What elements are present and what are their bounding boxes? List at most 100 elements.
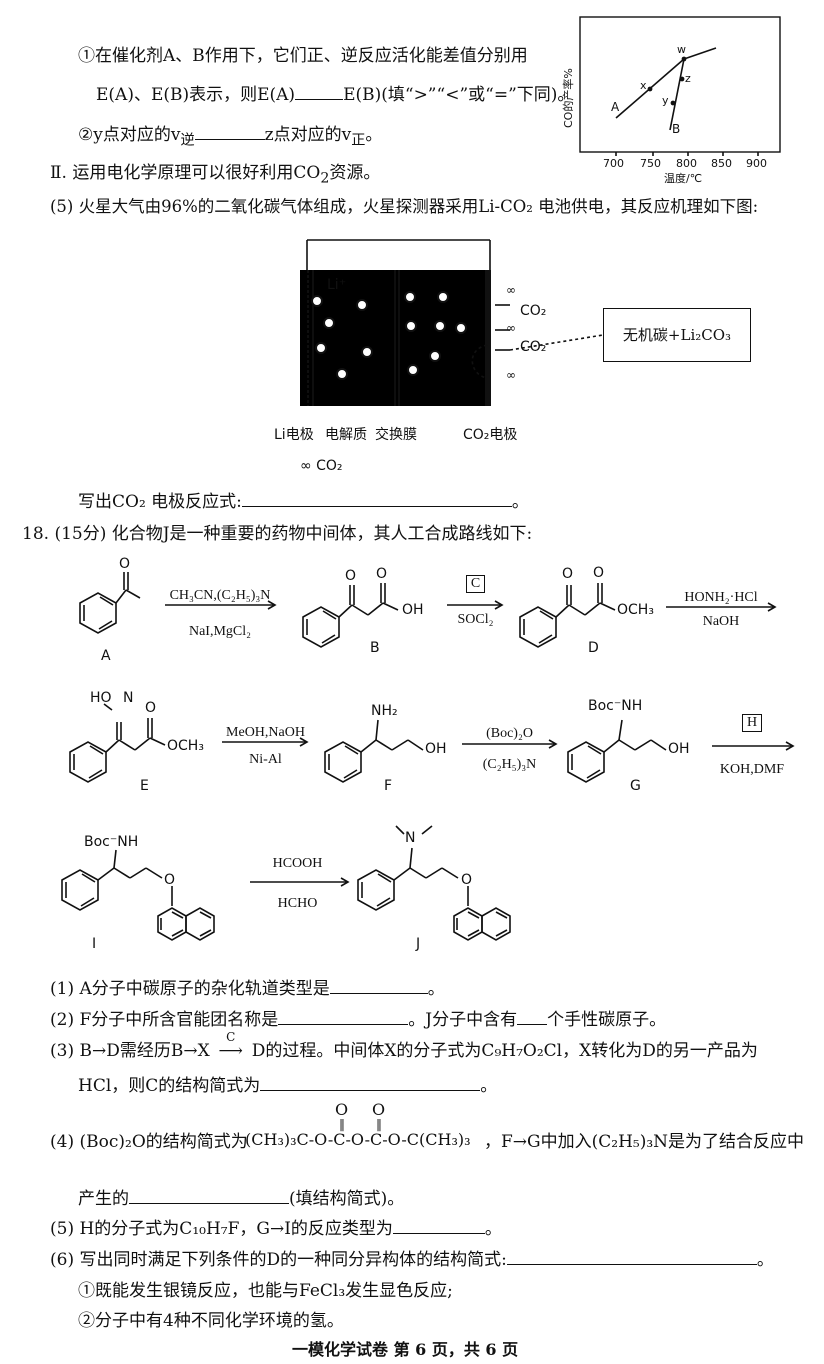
text: Boc [84, 834, 110, 850]
text: Ⅱ. 运用电化学原理可以很好利用CO [50, 163, 321, 183]
reagent-4-top: MeOH,NaOH [226, 725, 305, 740]
reagent-1-top: CH₃CN,(C₂H₅)₃N [169, 588, 271, 603]
text: (2) F分子中所含官能团名称是 [50, 1010, 279, 1030]
atom-o: O [145, 700, 157, 716]
label-electrolyte: 电解质 [325, 427, 367, 443]
subscript: 2 [320, 170, 330, 187]
q18-question-2: (2) F分子中所含官能团名称是 。J分子中含有 个手性碳原子。 [50, 1007, 666, 1031]
text: z点对应的v [264, 125, 352, 145]
text: 产生的 [78, 1189, 129, 1209]
page-footer: 一模化学试卷 第 6 页，共 6 页 [292, 1340, 519, 1359]
atom-o: O [345, 568, 357, 584]
label-co2-electrode: CO₂电极 [463, 427, 518, 443]
synthesis-row-1 [79, 572, 777, 648]
answer-blank[interactable] [329, 976, 428, 994]
answer-blank[interactable] [278, 1007, 409, 1025]
atom-o: O [376, 566, 388, 582]
atom-nh2: NH₂ [371, 703, 398, 719]
answer-blank[interactable] [506, 1247, 757, 1265]
reagent-2-bottom: SOCl₂ [457, 612, 494, 627]
legend-text: CO₂ [316, 458, 343, 474]
compound-f-label: F [384, 778, 393, 794]
compound-e-label: E [140, 778, 149, 794]
curve-a-label: A [611, 100, 620, 114]
curve-b-label: B [672, 122, 681, 136]
co2-label-2: CO₂ [520, 339, 547, 355]
text: (4) (Boc)₂O的结构简式为 [50, 1132, 248, 1152]
text: 个手性碳原子。 [547, 1010, 667, 1030]
arrow-label: C [226, 1030, 236, 1044]
atom-oh: OH [668, 741, 690, 757]
reagent-1-bottom: NaI,MgCl₂ [188, 624, 252, 639]
answer-blank[interactable] [295, 82, 344, 100]
text: 写出CO₂ 电极反应式: [78, 492, 242, 512]
curve-b [669, 58, 685, 131]
text: Boc [588, 698, 614, 714]
answer-blank[interactable] [517, 1007, 548, 1025]
text: (3) B→D需经历B→X [50, 1041, 210, 1061]
point-x: x [640, 79, 647, 92]
answer-blank[interactable] [241, 489, 512, 507]
text: 。 [427, 979, 445, 999]
reagent-box: H [741, 714, 763, 732]
q17-line2: E(A)、E(B)表示，则E(A) E(B)(填“>”“<”或“=”下同)。 [96, 82, 574, 106]
formula-text: (CH₃)₃C-O-C-O-C-O-C(CH₃)₃ [245, 1130, 471, 1149]
q18-question-1: (1) A分子中碳原子的杂化轨道类型是 。 [50, 976, 445, 1000]
text: E(B)(填“>”“<”或“=”下同)。 [343, 85, 575, 105]
text: NH [621, 698, 643, 714]
q18-question-4: (4) (Boc)₂O的结构简式为 [50, 1131, 248, 1153]
text: (填结构简式)。 [289, 1189, 405, 1209]
text: NH [117, 834, 139, 850]
compound-j-label: J [416, 936, 421, 952]
text: (5) H的分子式为C₁₀H₇F，G→I的反应类型为 [50, 1219, 393, 1239]
arrow-with-c: C⟶ [210, 1030, 252, 1062]
atom-boc: Boc⁻NH [84, 834, 139, 850]
co2-molecule-icon: ∞ [506, 368, 516, 382]
subscript: 正 [351, 132, 366, 149]
atom-o: O [372, 1100, 386, 1119]
reagent-3-top: HONH₂·HCl [684, 590, 758, 605]
text: 。J分子中含有 [408, 1010, 518, 1030]
atom-n: N [123, 690, 134, 706]
compound-i-label: I [92, 936, 97, 952]
co2-label-1: CO₂ [520, 303, 547, 319]
text: 。 [480, 1076, 498, 1096]
product-box: 无机碳+Li₂CO₃ [603, 308, 751, 362]
label-membrane: 交换膜 [375, 427, 417, 443]
atom-oh: OH [425, 741, 447, 757]
text: (1) A分子中碳原子的杂化轨道类型是 [50, 979, 330, 999]
section2-title: Ⅱ. 运用电化学原理可以很好利用CO2资源。 [50, 162, 380, 188]
answer-blank[interactable] [129, 1186, 289, 1204]
q18-question-4-cont: 产生的 (填结构简式)。 [78, 1186, 404, 1210]
reagent-3-bottom: NaOH [702, 614, 740, 629]
curve-w-extension [683, 47, 717, 60]
point-w: w [677, 43, 686, 56]
reagent-box: C [465, 575, 486, 593]
reagent-7-bottom: HCHO [277, 896, 318, 911]
compound-a-label: A [101, 648, 111, 664]
label-li-electrode: Li电极 [274, 427, 314, 443]
compound-g-label: G [630, 778, 641, 794]
boc2o-formula: O O ‖ ‖ (CH₃)₃C-O-C-O-C-O-C(CH₃)₃ [245, 1100, 490, 1149]
co2-molecule-icon: ∞ [506, 283, 516, 297]
answer-blank[interactable] [260, 1073, 481, 1091]
synthesis-row-2 [69, 703, 795, 783]
q5-text: (5) 火星大气由96%的二氧化碳气体组成，火星探测器采用Li-CO₂ 电池供电… [50, 197, 759, 216]
text: 。 [511, 492, 529, 512]
atom-o: O [119, 556, 131, 572]
answer-blank[interactable] [194, 122, 265, 140]
reagent-2-top: C [448, 575, 503, 593]
q18-condition-2: ②分子中有4种不同化学环境的氢。 [78, 1311, 344, 1331]
double-bond: ‖ [376, 1117, 382, 1131]
q18-condition-1: ①既能发生银镜反应，也能与FeCl₃发生显色反应; [78, 1281, 453, 1301]
answer-blank[interactable] [392, 1216, 485, 1234]
atom-och3: OCH₃ [617, 602, 654, 618]
co2-molecule-icon: ∞ [506, 321, 516, 335]
atom-o: O [335, 1100, 349, 1119]
atom-o: O [164, 872, 176, 888]
graph-xlabel: 温度/℃ [664, 172, 703, 185]
text: E(A)、E(B)表示，则E(A) [96, 85, 296, 105]
q18-question-5: (5) H的分子式为C₁₀H₇F，G→I的反应类型为。 [50, 1216, 502, 1240]
tick: 750 [640, 157, 661, 170]
